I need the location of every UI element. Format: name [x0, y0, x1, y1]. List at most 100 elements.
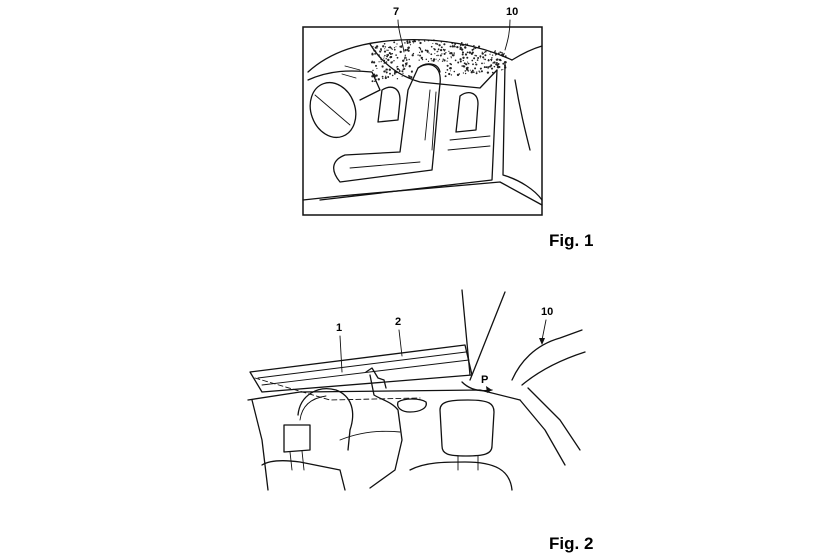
- speckle-dot: [479, 55, 482, 58]
- speckle-dot: [439, 48, 443, 52]
- steering-wheel: [309, 81, 357, 139]
- leader-2: [398, 329, 403, 357]
- speckle-dot: [496, 65, 500, 69]
- speckle-dot: [474, 54, 476, 57]
- speckle-dot: [434, 53, 436, 55]
- speckle-dot: [406, 40, 409, 43]
- roof-panel-layers: [257, 351, 470, 386]
- speckle-dot: [375, 45, 379, 48]
- speckle-dot: [481, 51, 483, 53]
- speckle-dot: [462, 65, 465, 68]
- speckle-dot: [496, 61, 498, 64]
- speckle-dot: [403, 59, 405, 61]
- speckle-dot: [406, 62, 408, 64]
- speckle-dot: [393, 72, 396, 75]
- speckle-dot: [437, 54, 439, 57]
- door-edge: [519, 399, 566, 466]
- speckle-dot: [450, 74, 453, 76]
- left-pillar: [251, 399, 269, 491]
- speckle-dot: [466, 68, 469, 71]
- speckle-dot: [410, 76, 413, 79]
- speckle-dot: [475, 64, 477, 66]
- ref-label-2: 2: [395, 316, 402, 328]
- speckle-dot: [428, 52, 430, 54]
- speckle-dot: [463, 62, 466, 65]
- figure-1-label: Fig. 1: [549, 231, 594, 250]
- speckle-dot: [411, 54, 414, 57]
- speckle-dot: [487, 59, 490, 62]
- speckle-dot: [396, 56, 399, 59]
- speckle-dot: [385, 75, 387, 77]
- speckle-dot: [441, 53, 443, 55]
- ref-label-7: 7: [393, 6, 400, 18]
- speckle-dot: [396, 78, 399, 80]
- speckle-dot: [445, 51, 447, 54]
- door-edge-inner: [527, 387, 581, 451]
- speckle-dot: [399, 50, 402, 54]
- leader-10-fig2: [541, 319, 547, 341]
- speckle-dot: [485, 66, 488, 69]
- speckle-dot: [375, 74, 378, 77]
- speckle-dot: [395, 46, 397, 48]
- speckle-dot: [484, 50, 487, 53]
- speckle-dot: [404, 56, 406, 58]
- speckle-dot: [468, 51, 472, 54]
- vent: [341, 65, 361, 79]
- speckle-dot: [418, 40, 420, 42]
- pillar: [502, 63, 543, 201]
- speckle-dot: [453, 52, 455, 54]
- seat-cushion-line: [349, 161, 421, 169]
- speckle-dot: [387, 58, 390, 62]
- speckle-dot: [388, 68, 391, 71]
- speckle-dot: [391, 48, 393, 50]
- speckle-dot: [408, 58, 410, 61]
- speckle-dot: [401, 45, 403, 47]
- speckle-dot: [404, 42, 406, 44]
- speckle-dot: [438, 58, 441, 60]
- speckle-dot: [456, 73, 460, 77]
- speckle-dot: [442, 58, 444, 60]
- speckle-dot: [449, 70, 452, 72]
- speckle-dot: [449, 45, 452, 48]
- speckle-dot: [479, 57, 481, 59]
- speckle-dot: [384, 54, 386, 57]
- speckle-dot: [390, 61, 393, 64]
- pillar-inner: [514, 79, 531, 151]
- speckle-dot: [409, 44, 412, 46]
- speckle-dot: [464, 53, 468, 56]
- dashboard: [307, 70, 381, 101]
- speckle-dot: [493, 61, 496, 64]
- speckle-dot: [452, 45, 456, 48]
- speckle-dot: [435, 55, 438, 57]
- speckle-dot: [490, 58, 492, 61]
- speckle-dot: [457, 61, 460, 64]
- speckle-dot: [387, 49, 389, 52]
- speckle-dot: [471, 51, 474, 54]
- leader-7: [397, 19, 405, 53]
- speckle-dot: [446, 64, 449, 67]
- speckle-dot: [454, 59, 457, 62]
- speckle-dot: [401, 70, 404, 73]
- speckle-dot: [487, 68, 489, 70]
- speckle-dot: [437, 50, 439, 52]
- speckle-dot: [381, 65, 384, 68]
- arrow-head: [486, 386, 492, 393]
- speckle-dot: [464, 46, 467, 49]
- speckle-dot: [419, 41, 422, 45]
- speckle-dot: [393, 41, 396, 44]
- speckle-dot: [414, 40, 417, 43]
- speckle-dot: [471, 69, 474, 72]
- speckle-dot: [441, 60, 444, 62]
- speckle-dot: [385, 71, 388, 74]
- rear-bench: [447, 135, 491, 151]
- speckle-dot: [433, 48, 435, 50]
- speckle-dot: [377, 78, 380, 81]
- speckle-dot: [453, 54, 455, 56]
- speckle-dot: [443, 43, 446, 46]
- speckle-dot: [474, 67, 477, 70]
- speckle-dot: [410, 70, 413, 73]
- ref-label-10-fig1: 10: [506, 6, 519, 18]
- speckle-dot: [461, 51, 465, 54]
